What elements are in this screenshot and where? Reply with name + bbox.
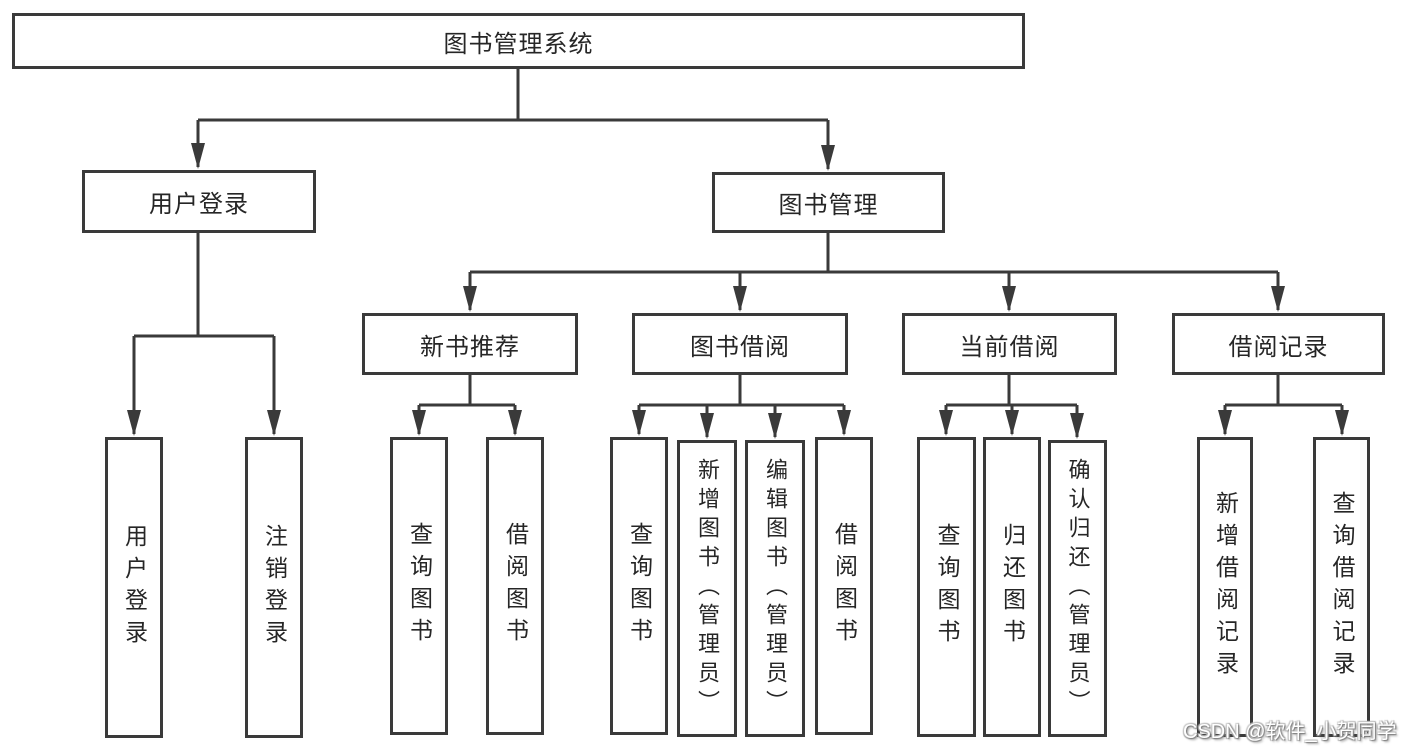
node-user-login-group: 用户登录	[82, 170, 316, 233]
node-current-borrowing: 当前借阅	[902, 313, 1117, 375]
node-current-confirm-return-admin: 确认归还（管理员）	[1048, 440, 1107, 737]
node-recommend-borrow-books: 借阅图书	[486, 437, 544, 735]
node-records-add-record: 新增借阅记录	[1197, 437, 1253, 737]
csdn-watermark: CSDN @软件_小贺同学	[1183, 721, 1397, 743]
node-user-login: 用户登录	[105, 437, 163, 738]
node-borrowing-query-books: 查询图书	[610, 437, 668, 735]
node-book-borrowing: 图书借阅	[632, 313, 848, 375]
node-logout: 注销登录	[245, 437, 303, 738]
node-borrowing-edit-book-admin: 编辑图书（管理员）	[745, 440, 805, 737]
node-book-management: 图书管理	[712, 172, 945, 233]
node-recommend-query-books: 查询图书	[390, 437, 448, 735]
node-new-book-recommendation: 新书推荐	[362, 313, 578, 375]
node-borrowing-records: 借阅记录	[1172, 313, 1385, 375]
node-borrowing-add-book-admin: 新增图书（管理员）	[677, 440, 737, 737]
node-current-query-books: 查询图书	[917, 437, 976, 737]
node-borrowing-borrow-books: 借阅图书	[815, 437, 873, 735]
node-root-title: 图书管理系统	[12, 13, 1025, 69]
node-records-query-record: 查询借阅记录	[1313, 437, 1370, 737]
node-current-return-books: 归还图书	[983, 437, 1041, 737]
